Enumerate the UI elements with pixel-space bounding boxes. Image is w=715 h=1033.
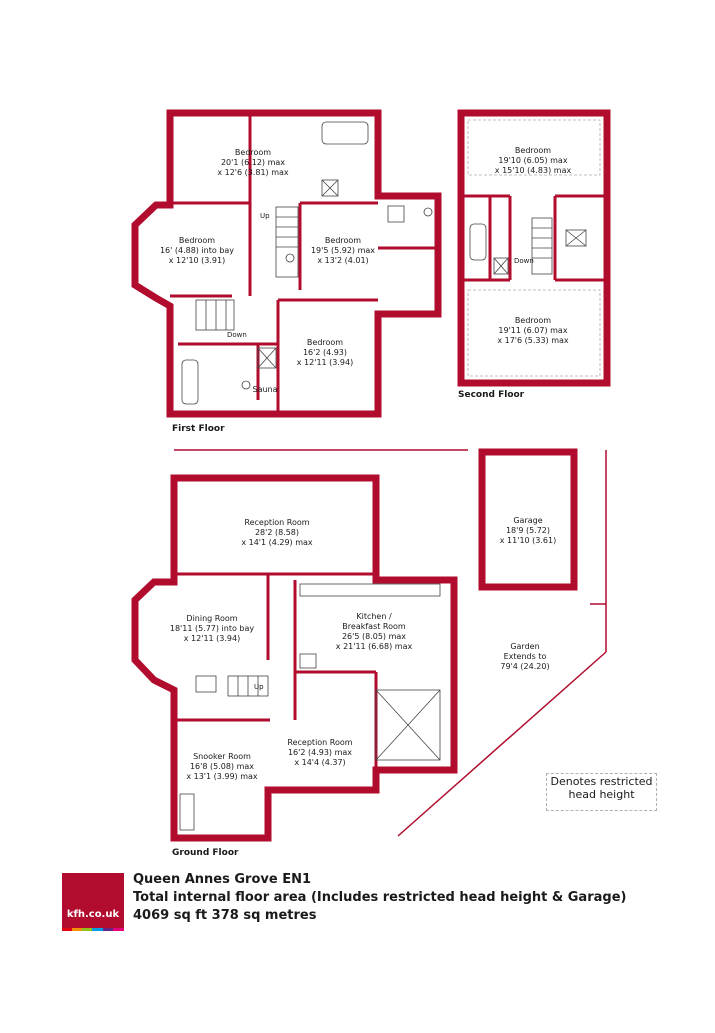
ff-bath-2: [181, 359, 199, 405]
ff-bath: [321, 121, 369, 145]
gf-up-label: Up: [254, 683, 264, 691]
sf-bath: [469, 223, 487, 261]
total-area: 4069 sq ft 378 sq metres: [133, 908, 317, 923]
first-floor-plan: [131, 109, 442, 418]
sauna-label: Sauna: [252, 385, 278, 394]
ff-shower-3: [387, 205, 405, 223]
second-floor-outer-wall: [457, 109, 611, 387]
kitchen-units: [299, 583, 441, 597]
gf-wc: [195, 675, 217, 693]
second-floor-title: Second Floor: [458, 390, 525, 400]
snooker-cupboard: [179, 793, 195, 831]
logo-text: kfh.co.uk: [66, 909, 120, 920]
sf-restricted-top: [467, 119, 601, 176]
ground-floor-title: Ground Floor: [172, 848, 239, 858]
garage-wall: [478, 448, 578, 591]
ground-floor-outer-wall: [131, 474, 458, 842]
first-floor-title: First Floor: [172, 424, 225, 434]
sf-down-label: Down: [514, 257, 534, 265]
ff-shower-2: [321, 179, 339, 197]
ff-shower: [257, 347, 277, 369]
sf-stairs: [531, 217, 553, 275]
area-note: Total internal floor area (Includes rest…: [133, 890, 627, 905]
skylight: [375, 689, 441, 761]
boundary-diag: [397, 651, 607, 837]
kfh-logo: kfh.co.uk: [62, 873, 124, 931]
ff-down-label: Down: [227, 331, 247, 339]
first-floor-outer-wall: [131, 109, 442, 418]
ff-up-label: Up: [260, 212, 270, 220]
sf-restricted-bottom: [467, 289, 601, 377]
ff-stairs-down: [195, 299, 235, 331]
ff-stairs: [275, 206, 299, 278]
sf-shower-2: [565, 229, 587, 247]
property-address: Queen Annes Grove EN1: [133, 872, 312, 887]
kitchen-hob: [299, 653, 317, 669]
sf-shower: [493, 257, 509, 275]
